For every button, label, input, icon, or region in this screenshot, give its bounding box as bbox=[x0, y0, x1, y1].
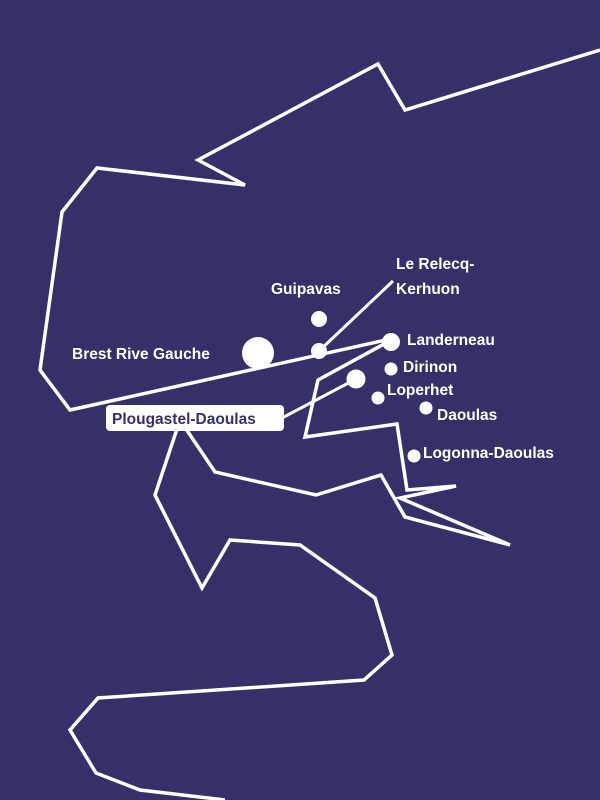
leader-line-le-relecq-kerhuon bbox=[317, 279, 395, 353]
marker-plougastel-daoulas[interactable] bbox=[346, 369, 366, 389]
label-plougastel-daoulas: Plougastel-Daoulas bbox=[112, 411, 256, 428]
marker-guipavas[interactable] bbox=[311, 311, 327, 327]
label-dirinon: Dirinon bbox=[403, 359, 457, 376]
label-le-relecq-kerhuon-line1: Le Relecq- bbox=[396, 256, 474, 273]
marker-landerneau[interactable] bbox=[382, 333, 400, 351]
leader-line-plougastel-daoulas bbox=[281, 377, 357, 420]
marker-le-relecq-kerhuon[interactable] bbox=[311, 343, 327, 359]
label-loperhet: Loperhet bbox=[387, 382, 453, 399]
marker-brest-rive-gauche[interactable] bbox=[242, 337, 274, 369]
label-landerneau: Landerneau bbox=[407, 332, 495, 349]
label-daoulas: Daoulas bbox=[437, 407, 497, 424]
label-brest-rive-gauche: Brest Rive Gauche bbox=[72, 346, 210, 363]
marker-logonna-daoulas[interactable] bbox=[407, 449, 421, 463]
label-plougastel-daoulas-box bbox=[106, 405, 284, 431]
label-le-relecq-kerhuon-line2: Kerhuon bbox=[396, 281, 460, 298]
marker-loperhet[interactable] bbox=[371, 391, 385, 405]
label-logonna-daoulas: Logonna-Daoulas bbox=[423, 445, 554, 462]
label-guipavas: Guipavas bbox=[271, 281, 341, 298]
marker-daoulas[interactable] bbox=[419, 401, 433, 415]
marker-dirinon[interactable] bbox=[384, 362, 398, 376]
coastline-outline bbox=[38, 48, 600, 800]
